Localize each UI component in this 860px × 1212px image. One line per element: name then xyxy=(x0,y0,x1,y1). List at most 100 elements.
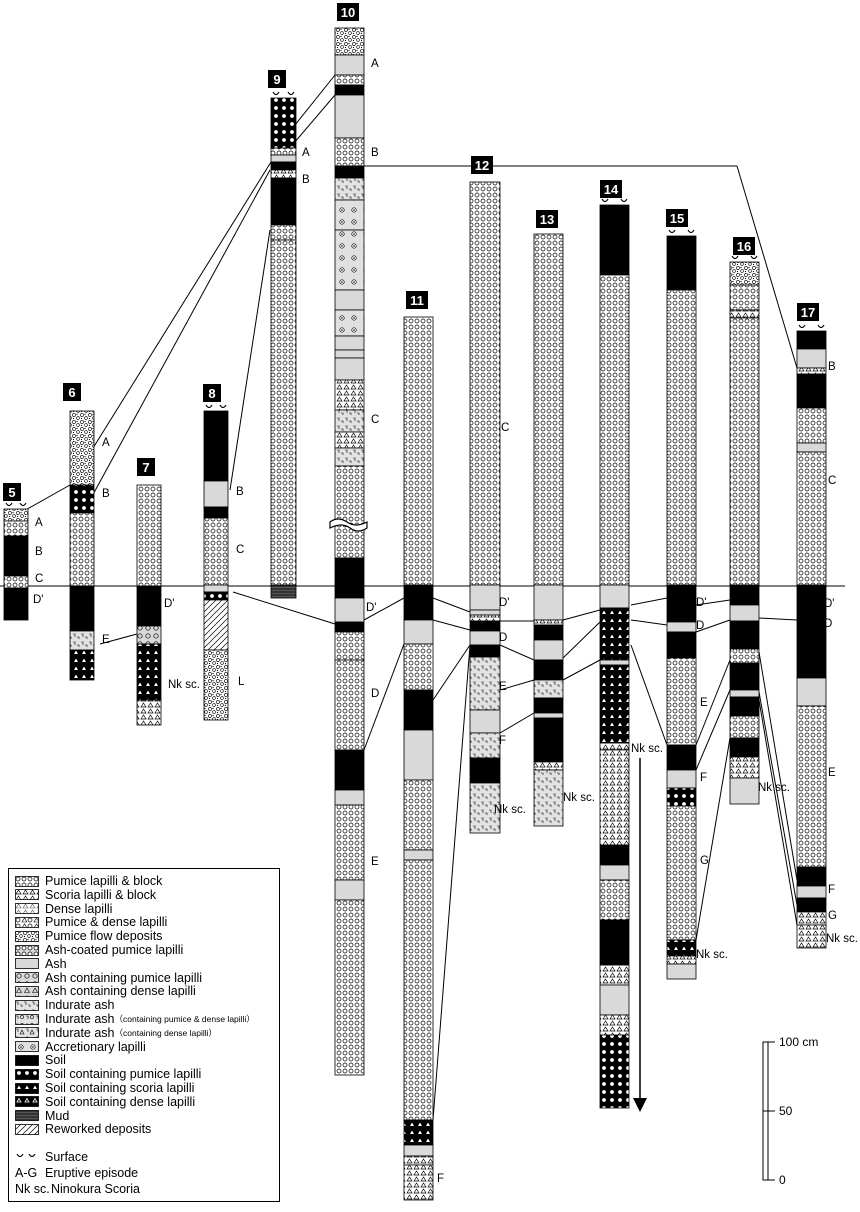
legend-swatch-scoria xyxy=(15,889,39,901)
unit-pumice_flow xyxy=(203,649,229,721)
unit-pumice xyxy=(334,137,365,167)
episode-label: Nk sc. xyxy=(826,933,858,945)
legend-row-indurate: Indurate ash xyxy=(15,999,115,1011)
unit-accretionary xyxy=(334,309,365,337)
unit-soil xyxy=(270,161,297,171)
unit-ash xyxy=(334,357,365,381)
unit-ash xyxy=(666,769,697,789)
unit-pumice_flow xyxy=(69,410,95,486)
unit-ash xyxy=(599,659,630,666)
unit-ash xyxy=(729,689,760,698)
episode-label: E xyxy=(499,681,507,693)
unit-accretionary xyxy=(334,199,365,231)
legend-label: Indurate ash xyxy=(45,1012,115,1026)
episode-label: D' xyxy=(366,602,377,614)
column-5 xyxy=(3,502,29,621)
unit-pumice xyxy=(334,899,365,1076)
episode-label: E xyxy=(828,767,836,779)
legend-label: Soil containing scoria lapilli xyxy=(45,1081,195,1095)
unit-soil xyxy=(666,584,697,623)
legend-label: Mud xyxy=(45,1108,70,1123)
unit-ash xyxy=(334,789,365,806)
episode-label: G xyxy=(700,855,709,867)
column-badge-label: 11 xyxy=(410,293,424,308)
unit-scoria xyxy=(334,379,365,411)
unit-indurate xyxy=(469,732,501,759)
episode-label: Nk sc. xyxy=(631,743,663,755)
unit-indurate xyxy=(533,769,564,827)
unit-pumice xyxy=(3,520,29,537)
unit-soil xyxy=(666,744,697,771)
column-badge-label: 9 xyxy=(273,72,280,87)
episode-label: Nk sc. xyxy=(168,679,200,691)
unit-pumice xyxy=(729,284,760,311)
column-badge-bg xyxy=(406,291,428,309)
legend-swatch-accretionary xyxy=(15,1041,39,1052)
legend-row-mud: Mud xyxy=(15,1108,70,1123)
legend-row-ninokura: Nk sc. Ninokura Scoria xyxy=(15,1182,140,1196)
unit-ash xyxy=(666,621,697,633)
episode-label: Nk sc. xyxy=(696,949,728,961)
column-badge-bg xyxy=(536,210,558,228)
episode-label: F xyxy=(499,735,506,747)
unit-soil_pumice xyxy=(599,1034,630,1109)
unit-soil xyxy=(3,535,29,577)
legend-swatch-pumice_flow xyxy=(15,930,39,942)
legend-swatch-ash_pumice xyxy=(15,972,39,983)
surface-icon xyxy=(668,229,695,234)
unit-soil xyxy=(666,631,697,659)
episode-label: B xyxy=(371,147,379,159)
unit-soil_pumice xyxy=(203,591,229,601)
unit-ash xyxy=(469,630,501,646)
unit-scoria xyxy=(729,309,760,319)
episode-label: D xyxy=(824,618,832,630)
unit-ash xyxy=(403,849,434,861)
unit-soil xyxy=(203,506,229,519)
column-badge-bg xyxy=(268,70,286,88)
unit-soil xyxy=(334,84,365,96)
surface-icon xyxy=(5,502,27,507)
unit-pumice xyxy=(270,239,297,586)
episode-label: C xyxy=(501,422,509,434)
surface-icon xyxy=(272,91,295,96)
episode-label: B xyxy=(35,546,43,558)
unit-scoria xyxy=(796,911,827,926)
legend-swatch-soil_dense xyxy=(15,1096,39,1108)
surface-icon xyxy=(16,1153,36,1158)
legend-row-pumice: Pumice lapilli & block xyxy=(15,875,162,887)
unit-pumice xyxy=(796,451,827,586)
unit-scoria xyxy=(270,169,297,179)
unit-ash xyxy=(403,729,434,781)
episode-label: E xyxy=(102,634,110,646)
unit-scoria xyxy=(796,924,827,949)
unit-pumice xyxy=(796,407,827,444)
unit-scoria xyxy=(666,955,697,965)
column-badge-label: 16 xyxy=(737,239,751,254)
unit-soil xyxy=(533,717,564,763)
legend-nk-key: Nk sc. xyxy=(15,1182,50,1196)
unit-pumice xyxy=(729,648,760,664)
legend-swatch-indurate xyxy=(15,999,39,1011)
column-badge-label: 17 xyxy=(801,305,815,320)
unit-pumice xyxy=(729,317,760,586)
legend-label: Indurate ash xyxy=(45,998,115,1013)
episode-label: L xyxy=(238,676,245,688)
unit-ash xyxy=(796,885,827,899)
column-badge-label: 13 xyxy=(540,212,554,227)
legend-row-episode: A-G Eruptive episode xyxy=(15,1167,138,1180)
column-badge-label: 15 xyxy=(670,211,684,226)
unit-scoria xyxy=(729,756,760,779)
unit-soil xyxy=(796,373,827,409)
column-badge-bg xyxy=(471,156,493,174)
unit-soil xyxy=(3,587,29,621)
legend-row-soil: Soil xyxy=(15,1054,66,1067)
unit-pumice xyxy=(334,465,365,559)
unit-soil xyxy=(599,844,630,866)
legend-row-pumdense: Pumice & dense lapilli xyxy=(15,916,167,929)
unit-ash xyxy=(469,584,501,611)
unit-pumice xyxy=(729,715,760,739)
unit-scoria xyxy=(533,761,564,771)
legend-row-ash_dense: Ash containing dense lapilli xyxy=(15,985,196,998)
episode-label: E xyxy=(700,697,708,709)
legend-row-scoria: Scoria lapilli & block xyxy=(15,889,156,901)
